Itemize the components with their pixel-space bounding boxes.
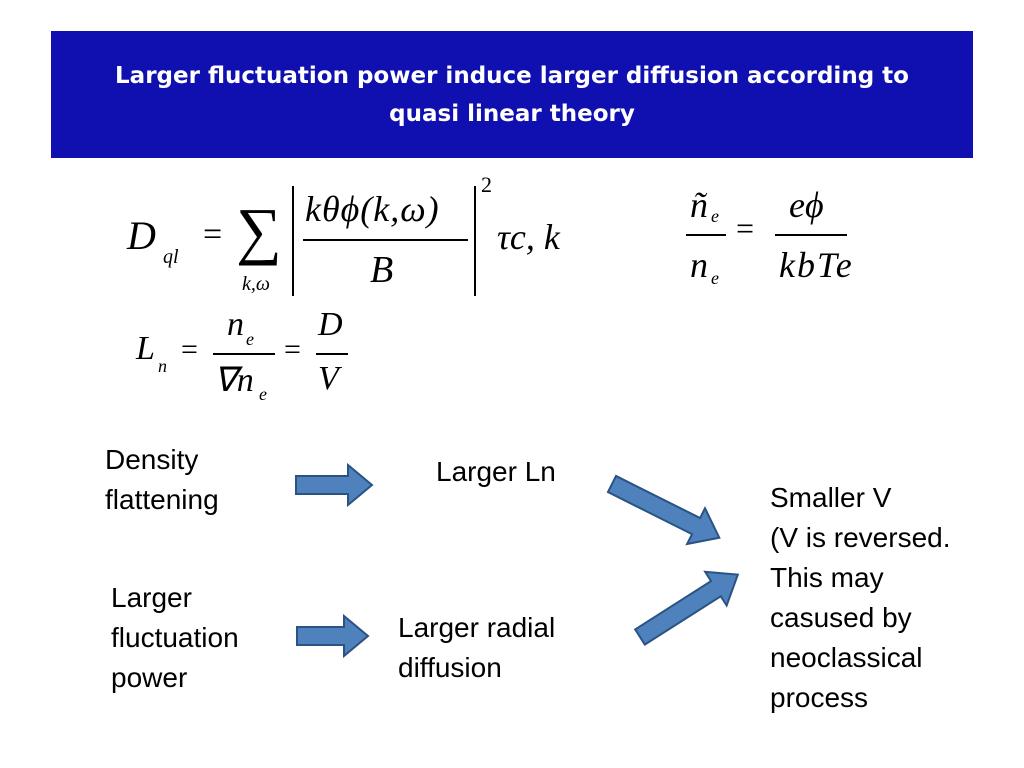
slide-title-line-1: Larger fluctuation power induce larger d… xyxy=(115,62,909,89)
label-density-flattening: Density flattening xyxy=(105,444,219,515)
label-smaller-v: Smaller V (V is reversed. This may casus… xyxy=(770,482,951,713)
slide-title: Larger fluctuation power induce larger d… xyxy=(51,31,973,158)
label-larger-fluctuation-power: Larger fluctuation power xyxy=(111,582,239,693)
slide-title-line-2: quasi linear theory xyxy=(389,100,635,127)
arrow-diagonal-down-icon xyxy=(606,474,721,546)
arrow-right-icon xyxy=(295,462,374,508)
arrow-diagonal-up-icon xyxy=(633,570,740,646)
label-larger-radial-diffusion: Larger radial diffusion xyxy=(398,612,556,683)
arrow-right-icon xyxy=(296,613,370,659)
label-larger-ln: Larger Ln xyxy=(436,456,556,487)
